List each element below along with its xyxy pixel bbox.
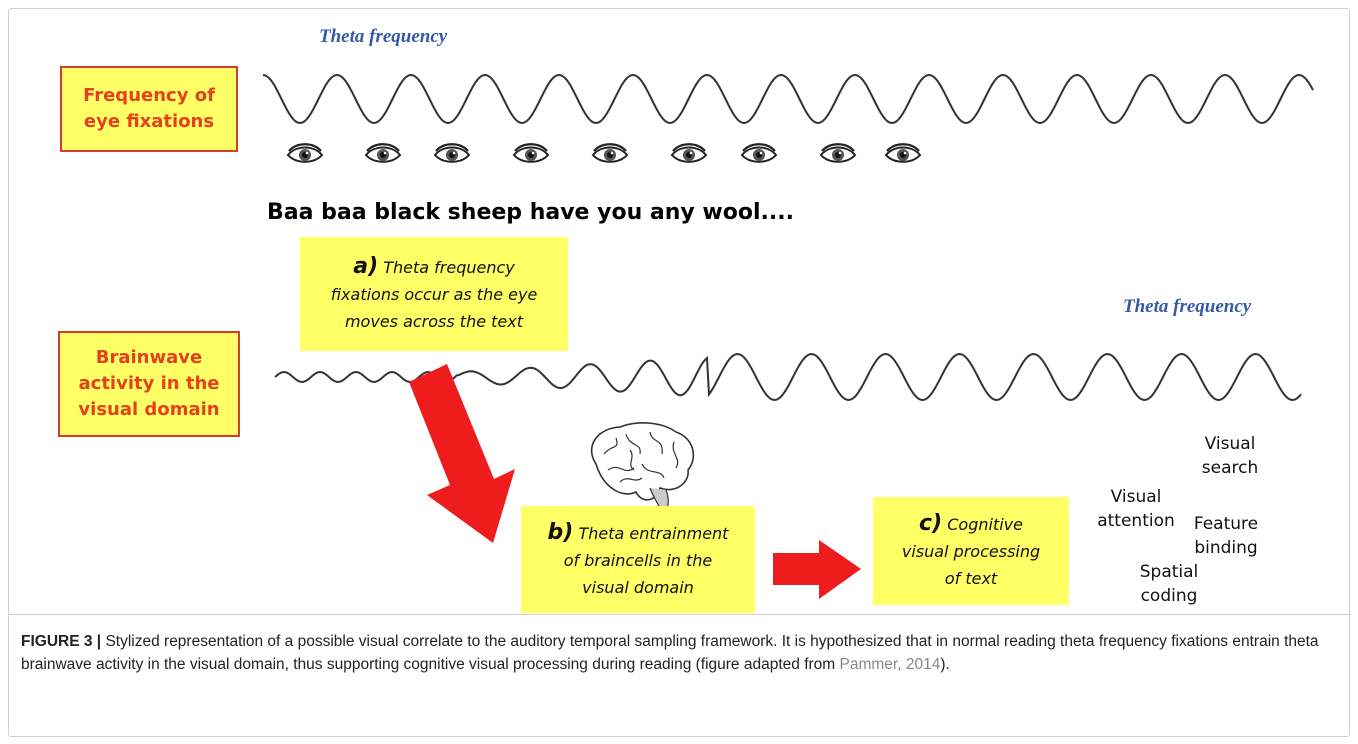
top-theta-wave bbox=[262, 73, 1314, 124]
note-b-line2: of braincells in the bbox=[563, 550, 713, 570]
figure-panel: Theta frequency Frequency of eye fixatio… bbox=[9, 9, 1351, 615]
note-b-line3: visual domain bbox=[582, 577, 694, 597]
eye-icon bbox=[670, 143, 708, 163]
eye-icon bbox=[819, 143, 857, 163]
eye-icon bbox=[433, 143, 471, 163]
eye-icon bbox=[591, 143, 629, 163]
brain-icon bbox=[590, 422, 695, 515]
note-a-line1: Theta frequency bbox=[383, 258, 515, 277]
note-c-line3: of text bbox=[944, 569, 998, 588]
eye-icon bbox=[884, 143, 922, 163]
note-a-line3: moves across the text bbox=[344, 312, 524, 331]
note-b-letter: b) bbox=[547, 519, 574, 545]
note-a-letter: a) bbox=[353, 254, 379, 279]
process-visual-attention: Visual attention bbox=[1097, 487, 1175, 531]
caption-reference-link[interactable]: Pammer, 2014 bbox=[839, 656, 941, 673]
note-c-line1: Cognitive bbox=[947, 515, 1023, 534]
theta-frequency-top-label: Theta frequency bbox=[319, 26, 448, 47]
note-c-box: c) Cognitive visual processing of text bbox=[873, 497, 1069, 605]
caption-text: Stylized representation of a possible vi… bbox=[21, 633, 1319, 673]
note-c-letter: c) bbox=[919, 511, 943, 536]
diagram-graphics bbox=[262, 73, 1314, 599]
red-arrow-icon bbox=[773, 540, 861, 599]
red-arrow-icon bbox=[409, 364, 515, 543]
eye-icon bbox=[740, 143, 778, 163]
eye-icon bbox=[286, 143, 324, 163]
process-visual-search: Visual search bbox=[1201, 434, 1259, 478]
fixation-frequency-label: Frequency of eye fixations bbox=[83, 85, 215, 132]
process-feature-binding: Feature binding bbox=[1193, 514, 1259, 558]
eye-icon bbox=[364, 143, 402, 163]
note-a-box: a) Theta frequency fixations occur as th… bbox=[300, 237, 568, 351]
brainwave-activity-box: Brainwave activity in the visual domain bbox=[58, 331, 240, 437]
eye-icon bbox=[512, 143, 550, 163]
figure-container: Theta frequency Frequency of eye fixatio… bbox=[8, 8, 1351, 737]
figure-caption: FIGURE 3 | Stylized representation of a … bbox=[21, 630, 1339, 676]
note-b-box: b) Theta entrainment of braincells in th… bbox=[521, 506, 755, 613]
theta-frequency-mid-label: Theta frequency bbox=[1123, 296, 1252, 317]
brainwave-activity-label: Brainwave activity in the visual domain bbox=[78, 347, 220, 420]
caption-end: ). bbox=[940, 656, 950, 673]
nursery-rhyme-sentence: Baa baa black sheep have you any wool...… bbox=[267, 200, 794, 225]
fixation-frequency-box: Frequency of eye fixations bbox=[60, 66, 238, 152]
note-a-line2: fixations occur as the eye bbox=[330, 285, 538, 304]
eye-row bbox=[286, 143, 922, 163]
caption-label: FIGURE 3 | bbox=[21, 633, 102, 650]
note-c-line2: visual processing bbox=[901, 542, 1041, 561]
process-spatial-coding: Spatial coding bbox=[1139, 562, 1199, 606]
note-b-line1: Theta entrainment bbox=[578, 523, 729, 543]
